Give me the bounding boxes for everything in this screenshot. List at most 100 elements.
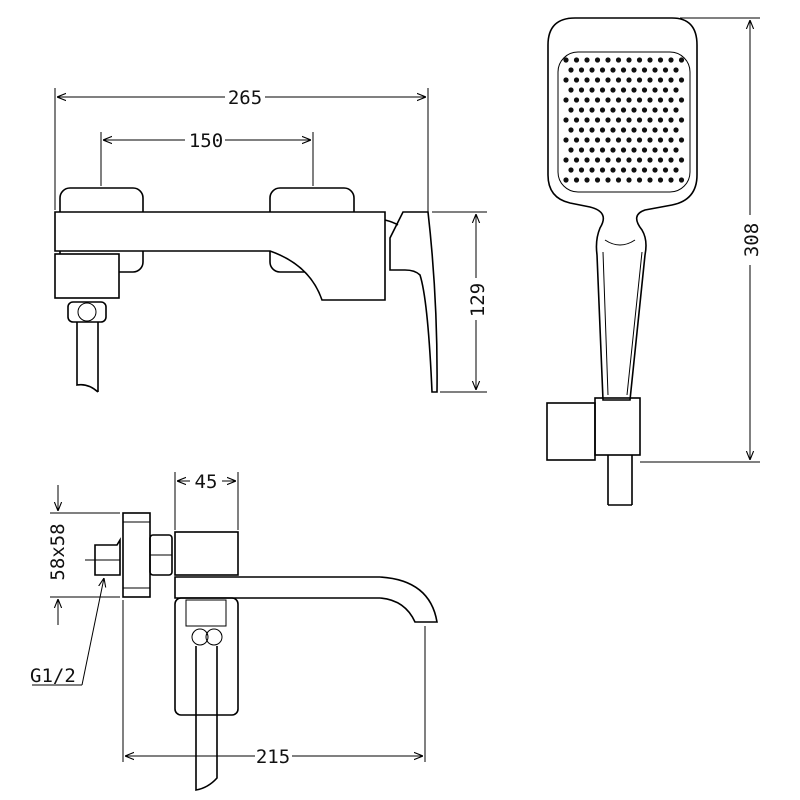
nozzle-dot	[594, 177, 601, 183]
nozzle-dot	[620, 87, 627, 93]
nozzle-dot	[568, 127, 574, 133]
side-connection-nut	[191, 628, 223, 646]
nozzle-dot	[673, 107, 679, 113]
nozzle-dot	[626, 177, 632, 183]
nozzle-dot	[647, 157, 653, 163]
nozzle-dot	[641, 87, 648, 93]
nozzle-dot	[615, 97, 622, 103]
nozzle-dot	[578, 87, 585, 93]
side-hose	[195, 646, 218, 791]
nozzle-dot	[599, 167, 606, 173]
nozzle-dot	[620, 67, 627, 73]
side-lower-block	[174, 597, 239, 716]
nozzle-dot	[563, 117, 569, 123]
nozzle-dot	[573, 77, 580, 83]
nozzle-dot	[662, 67, 669, 73]
nozzle-dot	[605, 117, 611, 123]
nozzle-dot	[647, 77, 653, 83]
nozzle-dot	[605, 177, 611, 183]
nozzle-dot	[584, 57, 590, 63]
nozzle-dot	[678, 77, 685, 83]
nozzle-dot	[636, 137, 643, 143]
nozzle-dot	[563, 177, 569, 183]
hose-connector	[594, 397, 641, 456]
nozzle-dot	[668, 117, 674, 123]
nozzle-dot	[615, 157, 622, 163]
nozzle-dot	[578, 147, 585, 153]
nozzle-dot	[652, 147, 658, 153]
nozzle-dot	[668, 157, 674, 163]
nozzle-dot	[652, 127, 658, 133]
front-view-mixer	[54, 187, 438, 393]
dimension-label-150: 150	[189, 130, 223, 152]
nozzle-dot	[610, 147, 616, 153]
nozzle-dot	[563, 77, 569, 83]
side-view-mixer	[85, 512, 438, 791]
nozzle-dot	[668, 137, 674, 143]
nozzle-dot	[584, 97, 590, 103]
shower-hose	[607, 455, 633, 506]
nozzle-dot	[605, 77, 611, 83]
wall-flange	[122, 512, 151, 598]
shower-head-outline	[547, 17, 698, 401]
nozzle-dot	[673, 87, 679, 93]
nozzle-dot	[568, 147, 574, 153]
nozzle-dot	[620, 167, 627, 173]
thread-callout: G1/2	[30, 578, 104, 687]
nozzle-dot	[620, 147, 627, 153]
nozzle-dot	[573, 177, 580, 183]
hose-pipe	[76, 322, 99, 393]
nozzle-dot	[673, 127, 679, 133]
nozzle-dot	[636, 57, 643, 63]
nozzle-dot	[573, 137, 580, 143]
nozzle-dot	[678, 157, 685, 163]
nozzle-dot	[678, 97, 685, 103]
nozzle-dot	[578, 167, 585, 173]
nozzle-dot	[641, 147, 648, 153]
side-cartridge	[185, 599, 227, 627]
nozzle-dot	[594, 137, 601, 143]
nozzle-dot	[610, 127, 616, 133]
nozzle-dot	[573, 117, 580, 123]
nozzle-dot	[626, 117, 632, 123]
nozzle-dot	[652, 107, 658, 113]
nozzle-dot	[678, 117, 685, 123]
nozzle-dot	[578, 67, 585, 73]
mixer-body	[54, 211, 386, 301]
nozzle-dot	[668, 177, 674, 183]
dimension-label-215: 215	[256, 746, 290, 768]
nozzle-dot	[594, 117, 601, 123]
nozzle-dot	[678, 57, 685, 63]
nozzle-dot	[662, 167, 669, 173]
nozzle-dot	[626, 157, 632, 163]
nozzle-dot	[657, 137, 664, 143]
nozzle-dot	[668, 57, 674, 63]
dimension-45: 45	[174, 471, 239, 530]
nozzle-dot	[605, 157, 611, 163]
nozzle-dot	[673, 147, 679, 153]
nozzle-dot	[631, 147, 637, 153]
nozzle-dot	[594, 97, 601, 103]
nozzle-dot	[662, 127, 669, 133]
nozzle-dot	[636, 117, 643, 123]
nozzle-dot	[626, 77, 632, 83]
nozzle-dot	[573, 57, 580, 63]
nozzle-dot	[584, 77, 590, 83]
nozzle-dot	[657, 177, 664, 183]
nozzle-dot	[563, 57, 569, 63]
nozzle-dot	[652, 87, 658, 93]
nozzle-dot	[605, 57, 611, 63]
nozzle-dot	[584, 177, 590, 183]
nozzle-dot	[668, 97, 674, 103]
nozzle-dot	[641, 107, 648, 113]
nozzle-dot	[615, 137, 622, 143]
nozzle-dot	[615, 177, 622, 183]
dimension-129: 129	[432, 211, 489, 393]
dimension-label-308: 308	[741, 223, 763, 257]
nozzle-dot	[647, 97, 653, 103]
nozzle-dot	[631, 127, 637, 133]
nozzle-dot	[673, 167, 679, 173]
nozzle-dot	[589, 67, 595, 73]
